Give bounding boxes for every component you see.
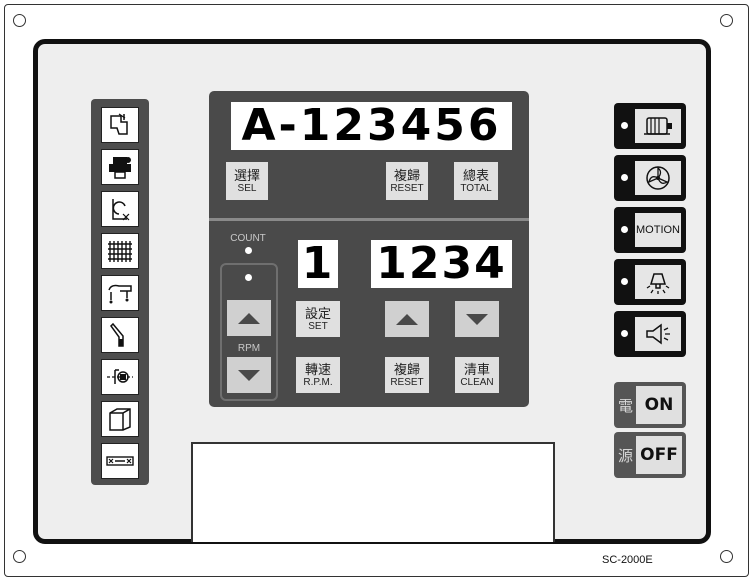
reset-total-button-en: RESET <box>390 182 424 194</box>
arm-lift-icon[interactable] <box>101 275 139 311</box>
reset-total-button[interactable]: 複歸 RESET <box>386 162 428 200</box>
reset-counter-button-en: RESET <box>390 376 424 388</box>
reset-counter-button-cn: 複歸 <box>393 361 420 377</box>
step-display: 1 <box>298 240 338 288</box>
rpm-button-en: R.P.M. <box>303 376 333 388</box>
motor-led <box>621 122 628 129</box>
motor-button[interactable] <box>614 103 686 149</box>
lamp-led <box>621 278 628 285</box>
counter-display: 1234 <box>371 240 512 288</box>
count-label: COUNT <box>230 233 266 244</box>
rpm-button-cn: 轉速 <box>304 361 331 377</box>
set-button-cn: 設定 <box>304 305 331 321</box>
total-button-cn: 總表 <box>462 167 489 183</box>
rpm-up-button[interactable] <box>227 300 271 336</box>
rpm-down-button[interactable] <box>227 357 271 393</box>
rpm-frame <box>220 263 278 401</box>
sel-button-en: SEL <box>237 182 257 194</box>
screw-top-right <box>720 14 733 27</box>
left-function-strip <box>91 99 149 485</box>
counter-up-button[interactable] <box>385 301 429 337</box>
up-arrow-icon <box>396 313 418 325</box>
sel-button-cn: 選擇 <box>233 167 260 183</box>
down-arrow-icon <box>238 369 260 381</box>
screw-top-left <box>13 14 26 27</box>
power-on-button[interactable]: 電 ON <box>614 382 686 428</box>
power-off-label: OFF <box>636 436 682 474</box>
console-divider <box>209 218 529 221</box>
set-button[interactable]: 設定 SET <box>296 301 340 337</box>
fan-icon <box>635 161 681 195</box>
motion-face: MOTION <box>635 213 681 247</box>
motion-label: MOTION <box>636 224 680 236</box>
fan-button[interactable] <box>614 155 686 201</box>
main-display: A-123456 <box>231 102 512 150</box>
set-button-en: SET <box>308 320 328 332</box>
clean-button-cn: 清車 <box>463 361 490 377</box>
motor-icon <box>635 109 681 143</box>
fan-led <box>621 174 628 181</box>
motor-unit-icon[interactable] <box>101 149 139 185</box>
down-arrow-icon <box>466 313 488 325</box>
bobbin-icon[interactable] <box>101 359 139 395</box>
count-led <box>245 247 252 254</box>
needle-icon[interactable] <box>101 317 139 353</box>
counter-down-button[interactable] <box>455 301 499 337</box>
horn-led <box>621 330 628 337</box>
presser-foot-icon[interactable] <box>101 107 139 143</box>
power-off-button[interactable]: 源 OFF <box>614 432 686 478</box>
reset-counter-button[interactable]: 複歸 RESET <box>385 357 429 393</box>
stitch-pattern-icon[interactable] <box>101 233 139 269</box>
lamp-icon <box>635 265 681 299</box>
rpm-label: RPM <box>237 343 261 354</box>
horn-button[interactable] <box>614 311 686 357</box>
power-on-label: ON <box>636 386 682 424</box>
control-console: A-123456 選擇 SEL 複歸 RESET 總表 TOTAL COUNT … <box>209 91 529 407</box>
rpm-led <box>245 274 252 281</box>
model-label: SC-2000E <box>602 554 653 566</box>
power-off-cn: 源 <box>618 448 634 465</box>
clean-button[interactable]: 清車 CLEAN <box>455 357 499 393</box>
clean-button-en: CLEAN <box>460 376 494 388</box>
reset-total-button-cn: 複歸 <box>393 167 420 183</box>
rpm-button[interactable]: 轉速 R.P.M. <box>296 357 340 393</box>
screw-bottom-right <box>720 550 733 563</box>
label-window <box>191 442 555 542</box>
total-button-en: TOTAL <box>460 182 492 194</box>
belt-icon[interactable] <box>101 443 139 479</box>
horn-icon <box>635 317 681 351</box>
motion-led <box>621 226 628 233</box>
lamp-button[interactable] <box>614 259 686 305</box>
power-on-cn: 電 <box>618 398 634 415</box>
total-button[interactable]: 總表 TOTAL <box>454 162 498 200</box>
up-arrow-icon <box>238 312 260 324</box>
motion-button[interactable]: MOTION <box>614 207 686 253</box>
sel-button[interactable]: 選擇 SEL <box>226 162 268 200</box>
thread-trim-icon[interactable] <box>101 191 139 227</box>
screw-bottom-left <box>13 550 26 563</box>
box-icon[interactable] <box>101 401 139 437</box>
